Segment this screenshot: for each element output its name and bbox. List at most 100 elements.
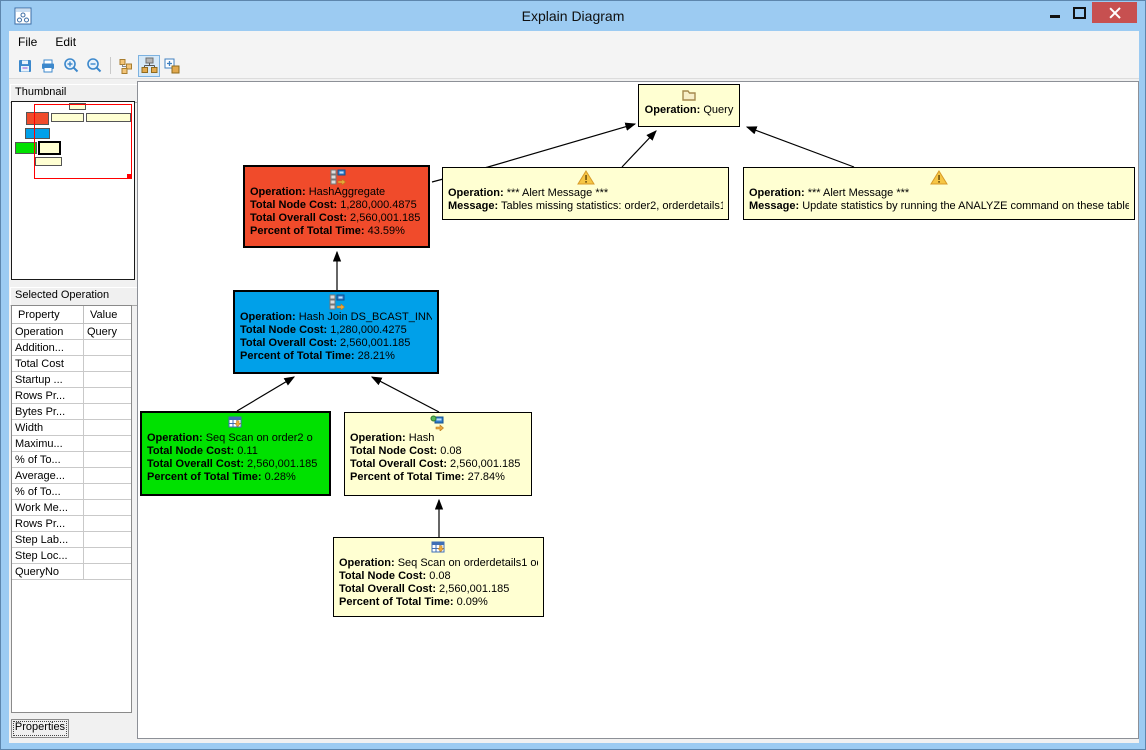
menu-edit[interactable]: Edit [55, 35, 77, 49]
node-label: Operation: [350, 432, 406, 444]
node-label: Operation: [339, 557, 395, 569]
property-grid-header-row: Property Value [12, 306, 131, 324]
node-value: 0.28% [264, 471, 296, 483]
property-cell: Maximu... [12, 435, 84, 452]
property-row[interactable]: Average... [12, 467, 131, 484]
property-row[interactable]: Step Lab... [12, 531, 131, 548]
diagram-view-icon [141, 57, 157, 73]
node-hash-join[interactable]: Operation: Hash Join DS_BCAST_INNER Tota… [233, 290, 439, 374]
overview-window-icon [164, 58, 180, 73]
column-header-property[interactable]: Property [12, 306, 84, 324]
property-row[interactable]: % of To... [12, 451, 131, 468]
node-label: Total Node Cost: [339, 570, 427, 582]
value-cell [83, 355, 131, 372]
print-button[interactable] [37, 55, 59, 77]
side-panel: Thumbnail Selected Operation Property Va… [9, 79, 139, 743]
node-label: Percent of Total Time: [339, 596, 454, 608]
value-cell [83, 515, 131, 532]
property-cell: Bytes Pr... [12, 403, 84, 420]
thumbnail-panel[interactable] [11, 101, 135, 280]
value-cell [83, 499, 131, 516]
selected-operation-header: Selected Operation [10, 287, 139, 306]
node-value: Update statistics by running the ANALYZE… [802, 200, 1129, 212]
value-cell [83, 435, 131, 452]
property-row[interactable]: Addition... [12, 339, 131, 356]
maximize-button[interactable] [1067, 2, 1092, 23]
close-button[interactable] [1092, 2, 1137, 23]
node-value: Tables missing statistics: order2, order… [501, 200, 723, 212]
zoom-out-button[interactable] [83, 55, 105, 77]
value-cell [83, 547, 131, 564]
overview-window-button[interactable] [161, 55, 183, 77]
node-label: Operation: [240, 311, 296, 323]
property-cell: Step Lab... [12, 531, 84, 548]
node-label: Message: [749, 200, 800, 212]
property-cell: QueryNo [12, 563, 84, 580]
tree-view-button[interactable] [115, 55, 137, 77]
property-row[interactable]: Step Loc... [12, 547, 131, 564]
thumbnail-mini-node-hash [38, 141, 61, 155]
menu-file[interactable]: File [18, 35, 38, 49]
diagram-view-button[interactable] [138, 54, 160, 77]
node-label: Message: [448, 200, 499, 212]
thumbnail-viewport-handle[interactable] [127, 174, 132, 179]
thumbnail-mini-node-seq-scan-order2 [15, 142, 37, 154]
column-header-value[interactable]: Value [83, 306, 131, 324]
folder-icon [644, 87, 734, 104]
warning-icon [749, 170, 1129, 187]
node-label: Percent of Total Time: [350, 471, 465, 483]
join-table-icon [240, 294, 432, 311]
property-row[interactable]: Maximu... [12, 435, 131, 452]
node-alert-message-2[interactable]: Operation: *** Alert Message *** Message… [743, 167, 1135, 220]
node-label: Total Overall Cost: [147, 458, 244, 470]
diagram-canvas[interactable]: Operation: Query Operation: HashAggregat… [137, 81, 1139, 739]
node-seq-scan-orderdetails1[interactable]: Operation: Seq Scan on orderdetails1 od … [333, 537, 544, 617]
node-hash-aggregate[interactable]: Operation: HashAggregate Total Node Cost… [243, 165, 430, 248]
node-value: 0.08 [429, 570, 451, 582]
property-row[interactable]: Rows Pr... [12, 387, 131, 404]
property-row[interactable]: QueryNo [12, 563, 131, 580]
node-value: 2,560,001.185 [450, 458, 521, 470]
join-table-icon [250, 169, 423, 186]
property-row[interactable]: Total Cost [12, 355, 131, 372]
node-seq-scan-order2[interactable]: Operation: Seq Scan on order2 o Total No… [140, 411, 331, 496]
node-alert-message-1[interactable]: Operation: *** Alert Message *** Message… [442, 167, 729, 220]
node-value: 1,280,000.4875 [340, 199, 417, 211]
property-cell: Addition... [12, 339, 84, 356]
zoom-in-icon [63, 58, 78, 73]
minimize-button[interactable] [1042, 2, 1067, 23]
property-row[interactable]: Bytes Pr... [12, 403, 131, 420]
property-row[interactable]: Work Me... [12, 499, 131, 516]
node-label: Total Overall Cost: [250, 212, 347, 224]
titlebar[interactable]: Explain Diagram [1, 1, 1145, 31]
menubar: File Edit [9, 31, 1139, 53]
tab-properties[interactable]: Properties [11, 719, 69, 738]
save-button[interactable] [14, 55, 36, 77]
node-value: 43.59% [367, 225, 405, 237]
minimize-icon [1049, 15, 1060, 18]
property-row[interactable]: Width [12, 419, 131, 436]
property-row[interactable]: Startup ... [12, 371, 131, 388]
thumbnail-viewport[interactable] [34, 104, 132, 179]
zoom-out-icon [86, 58, 101, 73]
property-cell: Width [12, 419, 84, 436]
warning-icon [448, 170, 723, 187]
value-cell [83, 419, 131, 436]
node-label: Total Node Cost: [240, 324, 328, 336]
node-value: 2,560,001.185 [350, 212, 421, 224]
property-row[interactable]: Rows Pr... [12, 515, 131, 532]
node-value: Hash [408, 432, 435, 444]
node-query[interactable]: Operation: Query [638, 84, 740, 127]
property-row[interactable]: % of To... [12, 483, 131, 500]
node-label: Operation: [250, 186, 306, 198]
node-label: Percent of Total Time: [147, 471, 262, 483]
node-value: HashAggregate [308, 186, 386, 198]
node-value: 27.84% [467, 471, 505, 483]
property-cell: % of To... [12, 483, 84, 500]
node-hash[interactable]: Operation: Hash Total Node Cost: 0.08 To… [344, 412, 532, 496]
property-cell: Average... [12, 467, 84, 484]
zoom-in-button[interactable] [60, 55, 82, 77]
close-icon [1109, 7, 1120, 18]
node-value: *** Alert Message *** [807, 187, 910, 199]
